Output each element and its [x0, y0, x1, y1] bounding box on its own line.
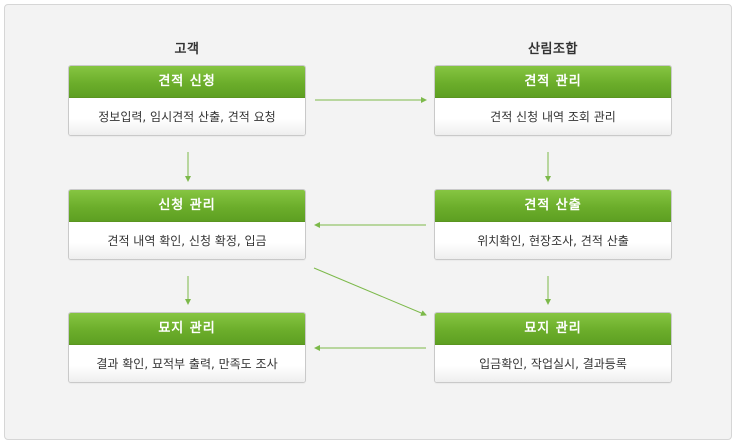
- column-title-forest-union: 산림조합: [528, 42, 578, 57]
- box-description: 입금확인, 작업실시, 결과등록: [435, 345, 671, 382]
- box-title: 묘지 관리: [69, 313, 305, 345]
- box-grave-manage-union: 묘지 관리 입금확인, 작업실시, 결과등록: [434, 312, 672, 383]
- box-quote-calc: 견적 산출 위치확인, 현장조사, 견적 산출: [434, 189, 672, 260]
- box-title: 견적 산출: [435, 190, 671, 222]
- box-description: 정보입력, 임시견적 산출, 견적 요청: [69, 98, 305, 135]
- box-description: 견적 신청 내역 조회 관리: [435, 98, 671, 135]
- box-title: 견적 관리: [435, 66, 671, 98]
- box-description: 견적 내역 확인, 신청 확정, 입금: [69, 222, 305, 259]
- box-title: 신청 관리: [69, 190, 305, 222]
- box-description: 위치확인, 현장조사, 견적 산출: [435, 222, 671, 259]
- box-grave-manage-customer: 묘지 관리 결과 확인, 묘적부 출력, 만족도 조사: [68, 312, 306, 383]
- box-request-manage: 신청 관리 견적 내역 확인, 신청 확정, 입금: [68, 189, 306, 260]
- box-title: 묘지 관리: [435, 313, 671, 345]
- column-title-customer: 고객: [174, 42, 200, 57]
- box-quote-request: 견적 신청 정보입력, 임시견적 산출, 견적 요청: [68, 65, 306, 136]
- arrow-request-to-grave: [313, 267, 427, 316]
- box-title: 견적 신청: [69, 66, 305, 98]
- box-description: 결과 확인, 묘적부 출력, 만족도 조사: [69, 345, 305, 382]
- box-quote-manage: 견적 관리 견적 신청 내역 조회 관리: [434, 65, 672, 136]
